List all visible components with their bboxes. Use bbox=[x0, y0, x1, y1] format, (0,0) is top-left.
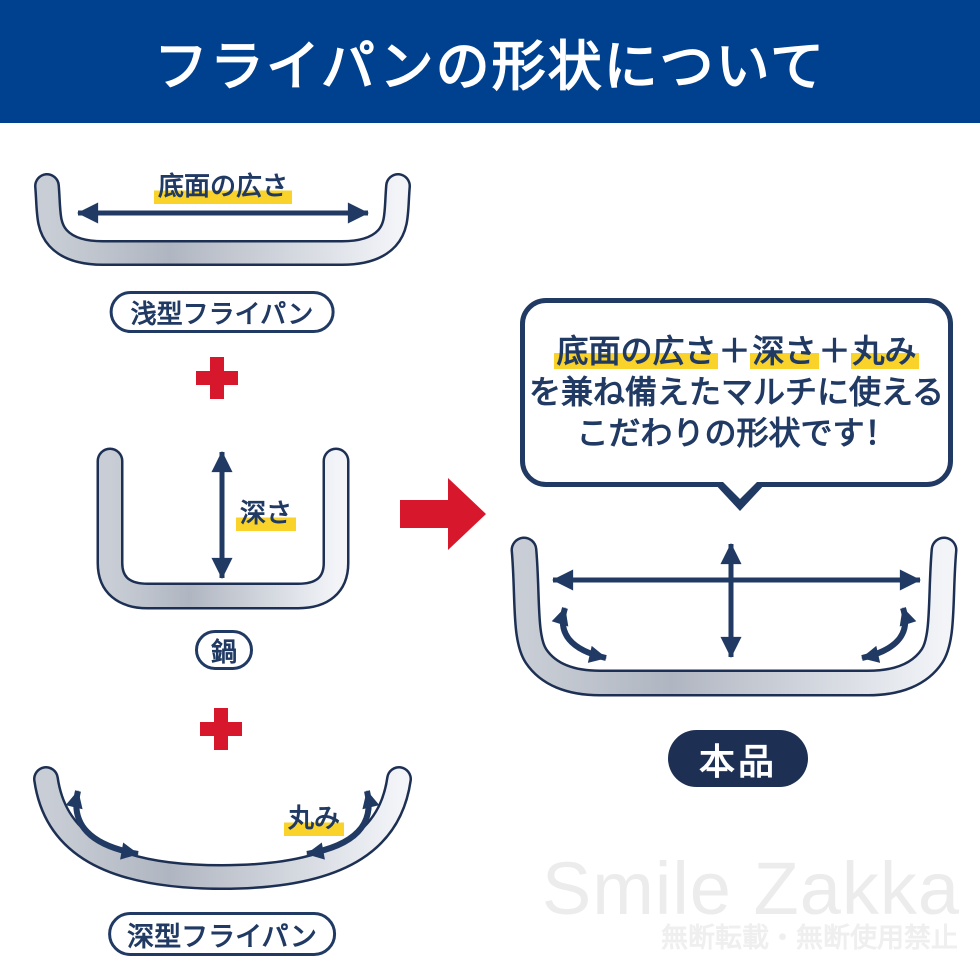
pot-body bbox=[99, 450, 347, 607]
bubble-line-1: 底面の広さ＋深さ＋丸み bbox=[554, 331, 919, 372]
deep-pan-name-pill: 深型フライパン bbox=[108, 912, 336, 956]
roundness-arrow-left bbox=[65, 790, 139, 860]
bubble-tail-fill bbox=[721, 480, 759, 499]
watermark-notice: 無断転載・無断使用禁止 bbox=[661, 923, 958, 953]
page-title: フライパンの形状について bbox=[154, 37, 826, 97]
product-pill: 本品 bbox=[668, 730, 808, 787]
product-pan-body bbox=[513, 539, 955, 694]
bubble-plus: ＋ bbox=[718, 333, 751, 369]
shallow-pan-body bbox=[36, 175, 409, 264]
product-roundness-arrow-right bbox=[861, 607, 917, 663]
speech-bubble: 底面の広さ＋深さ＋丸み を兼ね備えたマルチに使える こだわりの形状です！ bbox=[520, 298, 953, 511]
roundness-arrow-right bbox=[306, 790, 380, 860]
product-pan-illustration bbox=[510, 536, 958, 697]
plus-icon bbox=[196, 357, 238, 399]
bottom-width-label: 底面の広さ bbox=[153, 172, 293, 204]
bubble-plus: ＋ bbox=[818, 333, 851, 369]
shallow-pan-illustration bbox=[34, 173, 411, 266]
bubble-term-roundness: 丸み bbox=[850, 333, 919, 369]
bubble-term-depth: 深さ bbox=[750, 333, 819, 369]
bubble-line-2: を兼ね備えたマルチに使える bbox=[528, 374, 945, 410]
result-arrow-icon bbox=[400, 478, 486, 550]
deep-pan-body bbox=[35, 768, 410, 888]
product-roundness-arrow-left bbox=[551, 607, 607, 663]
roundness-label: 丸み bbox=[284, 804, 345, 836]
deep-pan-illustration bbox=[33, 766, 412, 891]
bubble-line-3: こだわりの形状です！ bbox=[576, 415, 897, 451]
shallow-pan-name-pill: 浅型フライパン bbox=[109, 291, 335, 333]
depth-label: 深さ bbox=[236, 499, 297, 531]
pot-illustration bbox=[96, 447, 350, 610]
pot-name-pill: 鍋 bbox=[194, 630, 254, 670]
plus-icon bbox=[200, 708, 242, 750]
watermark-brand: Smile Zakka bbox=[541, 847, 960, 930]
header-bar: フライパンの形状について bbox=[0, 0, 980, 123]
bubble-term-width: 底面の広さ bbox=[554, 333, 719, 369]
